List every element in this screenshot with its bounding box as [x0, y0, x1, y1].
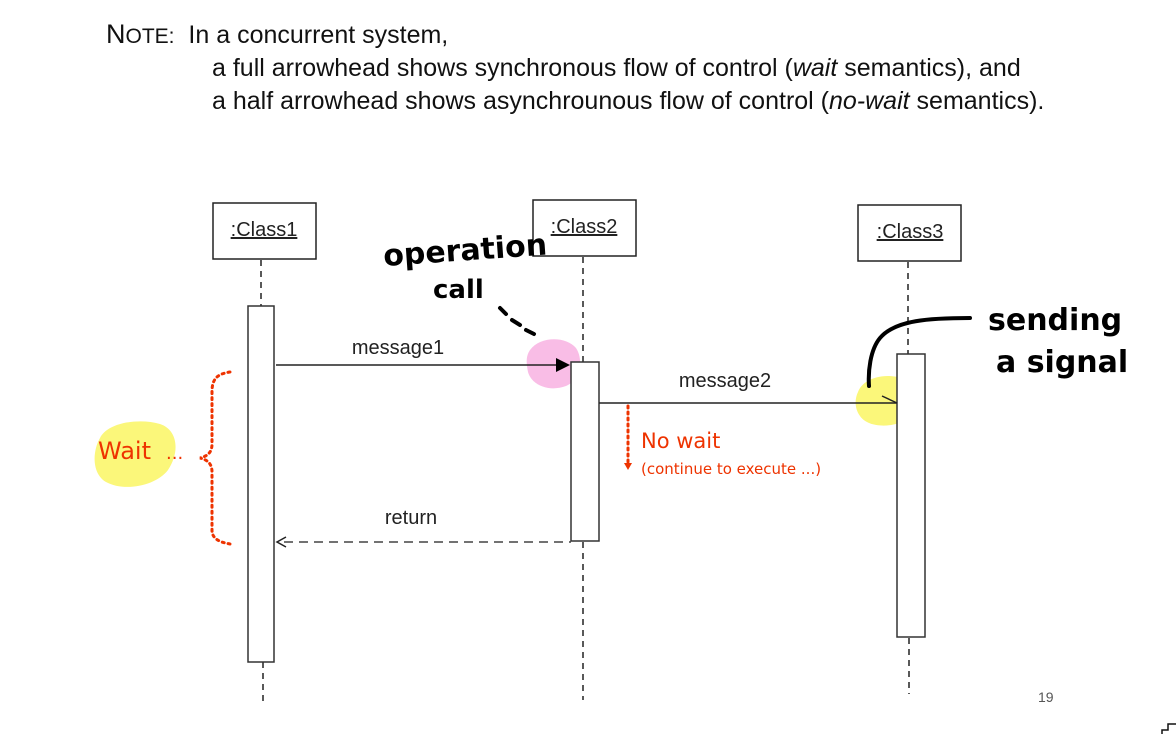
operation-call-highlight	[526, 339, 581, 389]
note-line-3: a half arrowhead shows asynchrounous flo…	[212, 85, 1044, 118]
note-line-1: NOTE: In a concurrent system,	[106, 18, 448, 53]
object-class3: :Class3	[857, 204, 962, 262]
return-arrow	[275, 536, 571, 548]
message2-label: message2	[679, 370, 771, 392]
note-sync-text: a full arrowhead shows synchronous flow …	[212, 54, 793, 82]
no-wait-label: No wait	[641, 429, 720, 453]
object-class2-label: :Class2	[551, 216, 618, 238]
note-intro: In a concurrent system,	[188, 21, 449, 49]
wait-highlight	[94, 421, 176, 487]
wait-dots: ...	[166, 443, 183, 464]
note-sync-text-end: semantics), and	[837, 54, 1021, 82]
note-label: NOTE:	[106, 19, 175, 49]
sending-signal-annotation-line1: sending	[988, 303, 1122, 338]
open-arrowhead-icon	[275, 536, 287, 548]
wait-label: Wait	[98, 437, 151, 465]
activation-class2	[570, 361, 600, 542]
operation-call-pointer	[498, 306, 536, 336]
corner-mark-icon	[1161, 723, 1176, 734]
sending-signal-pointer	[866, 316, 972, 388]
note-async-text: a half arrowhead shows asynchrounous flo…	[212, 87, 829, 115]
operation-call-annotation-line2: call	[433, 275, 484, 305]
object-class2: :Class2	[532, 199, 637, 257]
half-arrowhead-icon	[881, 395, 898, 404]
down-arrow-icon	[624, 463, 632, 470]
note-nowait-emphasis: no-wait	[829, 87, 910, 115]
object-class3-label: :Class3	[877, 221, 944, 243]
message2-arrow	[599, 395, 898, 404]
message1-label: message1	[352, 337, 444, 359]
sending-signal-annotation-line2: a signal	[996, 345, 1128, 380]
message1-arrow	[276, 358, 570, 372]
object-class1: :Class1	[212, 202, 317, 260]
operation-call-annotation-line1: operation	[382, 228, 548, 274]
activation-class1	[247, 305, 275, 663]
return-label: return	[385, 507, 437, 529]
note-async-text-end: semantics).	[909, 87, 1045, 115]
page-number: 19	[1038, 689, 1054, 705]
object-class1-label: :Class1	[231, 219, 298, 241]
note-wait-emphasis: wait	[792, 54, 838, 82]
full-arrowhead-icon	[556, 358, 570, 372]
wait-brace	[199, 370, 232, 546]
continue-label: (continue to execute ...)	[641, 460, 821, 478]
activation-class3	[896, 353, 926, 638]
note-line-2: a full arrowhead shows synchronous flow …	[212, 52, 1021, 85]
